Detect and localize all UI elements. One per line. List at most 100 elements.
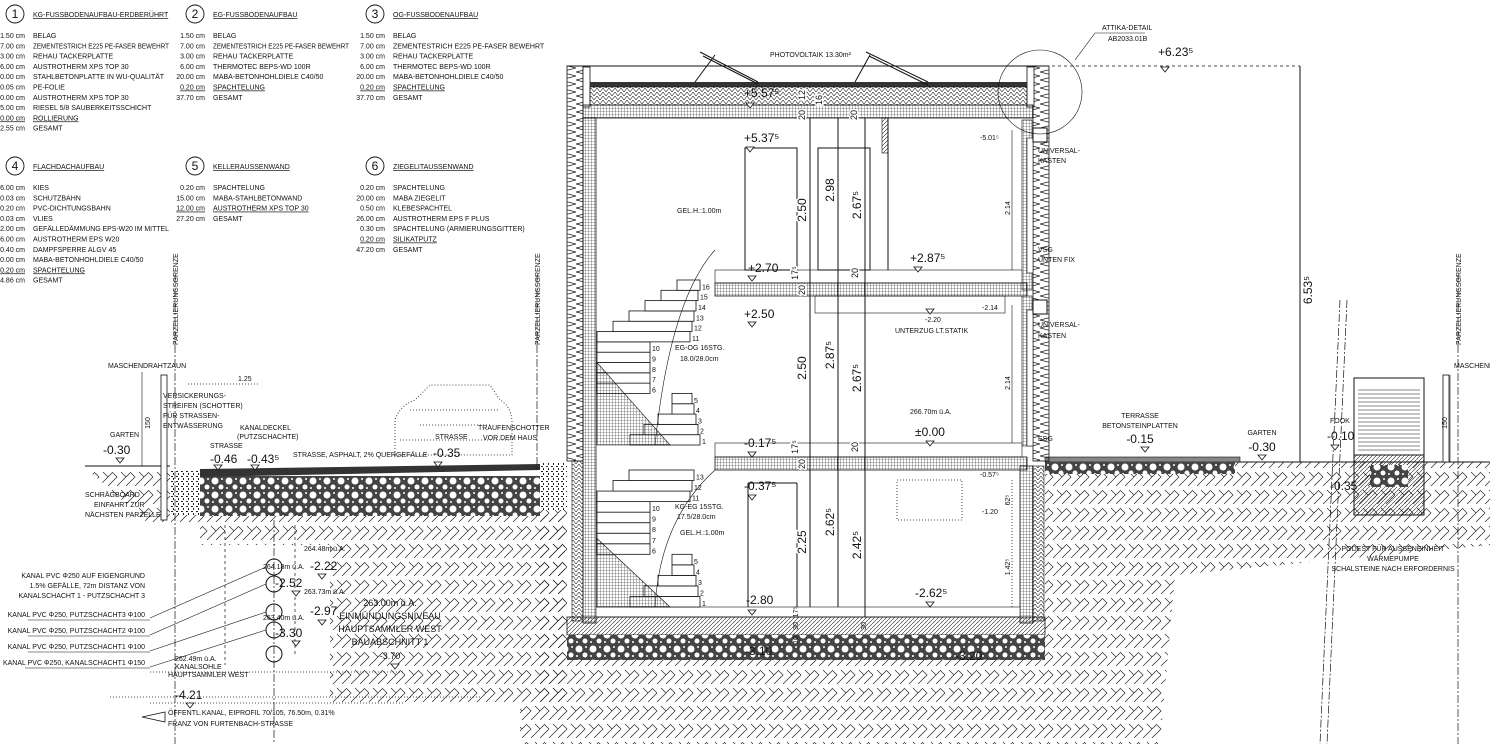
fence-post-left bbox=[160, 374, 168, 521]
legend-row-label: SPACHTELUNG (ARMIERUNGSGITTER) bbox=[393, 226, 525, 233]
dimension-d-2625: 2.62⁵ bbox=[823, 508, 837, 536]
stair-step bbox=[596, 341, 651, 353]
legend-row-label: REHAU TACKERPLATTE bbox=[393, 54, 473, 61]
label-pg-m: PARZELLIERUNGSGRENZE bbox=[535, 253, 542, 345]
stair-step-number: 11 bbox=[692, 496, 699, 503]
dimension-d-2675-og: 2.67⁵ bbox=[850, 191, 864, 219]
label-kanal-ps3: KANAL PVC Φ250, PUTZSCHACHT3 Φ100 bbox=[8, 612, 145, 619]
attika-leader bbox=[1074, 32, 1096, 61]
legend-row-label: SCHUTZBAHN bbox=[33, 195, 81, 202]
dimension-d-16: 16 bbox=[814, 95, 824, 105]
label-einm-4: BAUABSCHNITT 1 bbox=[352, 637, 429, 647]
label-esg: ESG bbox=[1038, 436, 1053, 443]
label-terrasse-1: TERRASSE bbox=[1121, 413, 1159, 420]
leader-ps2 bbox=[149, 583, 267, 636]
legend-number: 4 bbox=[12, 159, 19, 173]
soil-around-building bbox=[520, 468, 1045, 744]
label-stair-kg-1: KG-EG 15STG. bbox=[675, 504, 724, 511]
legend-row-label: BELAG bbox=[393, 33, 416, 40]
label-el-220: -2.20 bbox=[925, 317, 941, 324]
car-outline bbox=[394, 384, 513, 456]
legend-row-value: 6.00 cm bbox=[0, 185, 25, 192]
leader-ps1 bbox=[149, 611, 267, 652]
stair-step bbox=[596, 501, 651, 513]
label-el-035: -0.35 bbox=[433, 446, 461, 460]
stair-step bbox=[644, 300, 697, 312]
road-gravel-bed bbox=[200, 476, 540, 516]
stair-step bbox=[596, 522, 651, 534]
label-pg-r: PARZELLIERUNGSGRENZE bbox=[1456, 253, 1463, 345]
legend-row-value: 0.05 cm bbox=[0, 85, 25, 92]
annotations: PHOTOVOLTAIK 13.30m²ATTIKA-DETAILAB2033.… bbox=[3, 25, 1490, 728]
stair-handrail-og bbox=[654, 249, 716, 446]
label-el-310: -3.10 bbox=[745, 644, 773, 658]
legend-row-value: 7.00 cm bbox=[360, 43, 385, 50]
stair-step-number: 5 bbox=[694, 398, 698, 405]
label-el-037: -0.37⁵ bbox=[744, 479, 776, 493]
terrace-slabs bbox=[1044, 456, 1241, 463]
label-el-421: -4.21 bbox=[175, 688, 203, 702]
label-einm-2: EINMÜNDUNGSNIVEAU bbox=[339, 611, 441, 621]
legend-row-value: 5.00 cm bbox=[0, 105, 25, 112]
legend-row-label: RIESEL 5/8 SAUBERKEITSSCHICHT bbox=[33, 105, 152, 112]
label-strasse-1: STRASSE bbox=[210, 443, 243, 450]
legend-row-label: MABA-BETONHOHLDIELE C40/50 bbox=[213, 74, 323, 81]
dimension-d-250-og: 2.50 bbox=[795, 198, 809, 222]
label-el-330: -3.30 bbox=[275, 626, 303, 640]
legend-number: 5 bbox=[192, 159, 199, 173]
legend-row-label: GESAMT bbox=[393, 247, 423, 254]
legend-row-value: 0.20 cm bbox=[180, 85, 205, 92]
label-el-214: -2.14 bbox=[982, 305, 998, 312]
legend-row-label: ZEMENTESTRICH E225 PE-FASER BEWEHRT bbox=[213, 43, 350, 50]
legend-row-label: BELAG bbox=[33, 33, 56, 40]
partition-og bbox=[881, 117, 889, 154]
legend-row-value: 2.55 cm bbox=[0, 126, 25, 133]
og-floor-slab bbox=[714, 282, 1028, 297]
stair-step-number: 6 bbox=[652, 387, 656, 394]
legend-row-label: AUSTROTHERM XPS TOP 30 bbox=[213, 206, 309, 213]
label-traufe-1: TRAUFENSCHOTTER bbox=[478, 425, 550, 432]
legend-row-value: 7.00 cm bbox=[180, 43, 205, 50]
label-pg-l: PARZELLIERUNGSGRENZE bbox=[173, 253, 180, 345]
legend-title: KELLERAUSSENWAND bbox=[213, 164, 290, 171]
roof-slab bbox=[582, 104, 1034, 119]
basement-window bbox=[896, 479, 963, 521]
dimension-d-214-eg: 2.14 bbox=[1005, 376, 1012, 390]
door-kg bbox=[747, 482, 798, 607]
label-el-043: -0.43⁵ bbox=[247, 452, 279, 466]
dimension-d-175-kg: 17⁵ bbox=[793, 607, 800, 618]
legend-row-label: MABA-STAHLBETONWAND bbox=[213, 195, 302, 202]
label-el-250: +2.50 bbox=[744, 307, 775, 321]
label-kanalsohle: KANALSOHLE bbox=[175, 664, 222, 671]
stair-step-number: 7 bbox=[652, 377, 656, 384]
level-marker-icon bbox=[185, 702, 195, 709]
level-marker-icon bbox=[1160, 66, 1170, 73]
legend-row-value: 0.30 cm bbox=[360, 226, 385, 233]
legend-row-label: GESAMT bbox=[33, 278, 63, 285]
legend-row-label: GESAMT bbox=[393, 95, 423, 102]
flow-direction-arrow-icon bbox=[141, 711, 166, 723]
road-asphalt bbox=[200, 464, 540, 477]
stair-step-number: 4 bbox=[696, 569, 700, 576]
legend-row-label: GESAMT bbox=[33, 126, 63, 133]
wall-left-insulation bbox=[566, 65, 584, 462]
dimension-d-30-kg2: 30 bbox=[861, 622, 868, 630]
stair-step bbox=[612, 480, 693, 492]
heat-pump-unit bbox=[1353, 377, 1425, 516]
label-el-120: -1.20 bbox=[982, 509, 998, 516]
legend-row-label: KIES bbox=[33, 185, 49, 192]
dimension-d-20-eg: 20 bbox=[850, 442, 860, 452]
legend-row-value: 0.03 cm bbox=[0, 216, 25, 223]
label-terrasse-2: BETONSTEINPLATTEN bbox=[1102, 423, 1178, 430]
legend-row-value: 0.20 cm bbox=[0, 206, 25, 213]
legend-row-value: 20.00 cm bbox=[176, 74, 205, 81]
legend-number: 1 bbox=[12, 7, 19, 21]
parapet-left bbox=[582, 66, 591, 108]
stair-step-number: 12 bbox=[694, 326, 702, 333]
shutter-box-eg bbox=[1032, 299, 1048, 315]
dimension-d-175-og: 17⁵ bbox=[790, 266, 800, 280]
level-marker-icon bbox=[747, 321, 757, 328]
